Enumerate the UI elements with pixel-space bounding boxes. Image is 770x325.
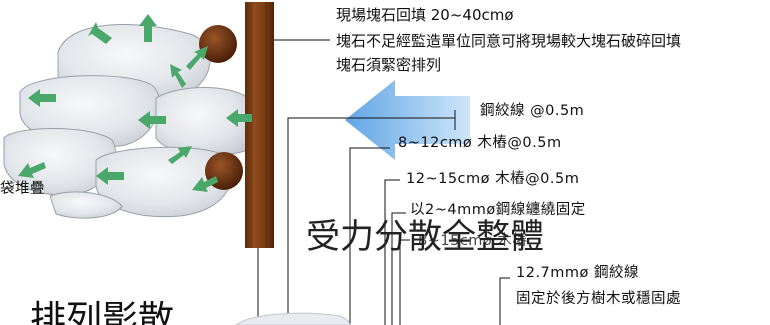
note-line-2: 塊石不足經監造單位同意可將現場較大塊石破碎回填 [336, 32, 682, 50]
label-fill-stake: 8~15cmø 木樁 [418, 233, 528, 249]
label-cable-spacing: 鋼絞線 @0.5m [480, 103, 585, 119]
force-arrow-icon [226, 109, 252, 127]
force-arrow-icon [18, 162, 46, 178]
force-arrow-icon [186, 46, 208, 70]
label-small-stake: 8~12cmø 木樁@0.5m [398, 135, 562, 151]
force-arrow-icon [170, 64, 186, 88]
force-arrow-icon [96, 167, 124, 185]
force-arrows [18, 14, 252, 192]
big-force-arrow [345, 80, 470, 160]
force-arrow-icon [88, 22, 112, 44]
label-left-cut: 袋堆疊 [0, 181, 45, 197]
label-steel-strand: 12.7mmø 鋼絞線 [516, 265, 640, 281]
label-large-stake: 12~15cmø 木樁@0.5m [406, 171, 580, 187]
headline-force-distribution: 受力分散全整體 [306, 217, 544, 257]
note-line-3: 塊石須緊密排列 [336, 56, 442, 74]
stone-pile [3, 24, 249, 219]
log-end-top [199, 25, 237, 63]
headline-bottom: 排列影散 [30, 299, 175, 325]
label-binding-wire: 以2~4mmø鋼線纏繞固定 [410, 202, 586, 218]
label-anchor: 固定於後方樹木或穩固處 [516, 291, 681, 307]
force-arrow-icon [28, 89, 56, 107]
note-line-1: 現場塊石回填 20~40cmø [336, 6, 514, 24]
stone [49, 191, 123, 219]
force-arrow-icon [168, 146, 192, 164]
force-arrow-icon [139, 14, 157, 42]
force-arrow-icon [138, 111, 166, 129]
force-arrow-icon [192, 176, 218, 192]
leader-lines [257, 39, 510, 325]
wood-post [245, 2, 274, 248]
stone-bottom [235, 312, 351, 325]
